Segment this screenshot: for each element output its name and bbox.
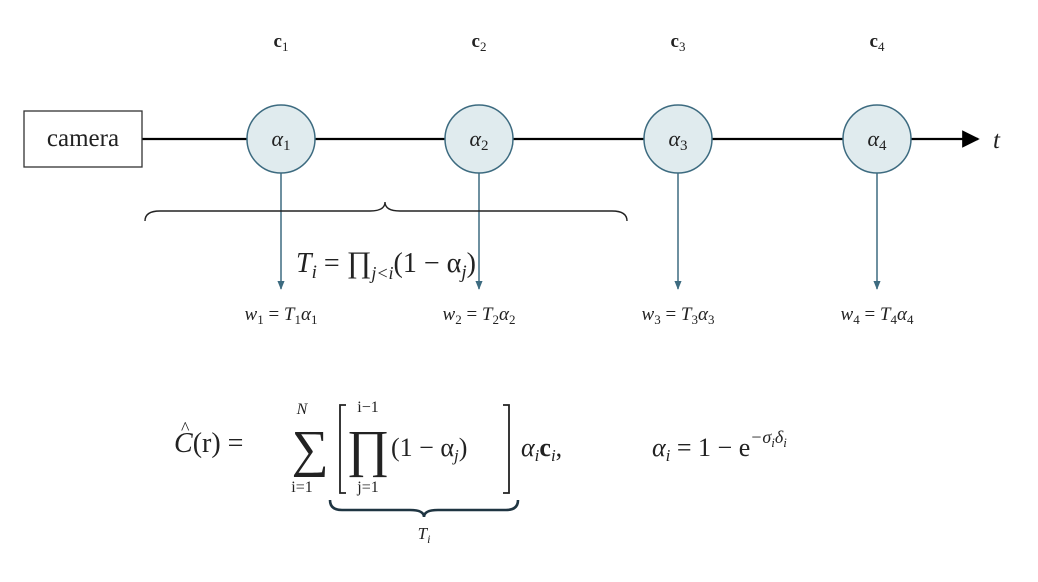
product-underbrace: [328, 499, 520, 518]
transmittance-equation: Ti = ∏j<i(1 − αj): [296, 246, 476, 283]
color-label-2: c2: [472, 31, 487, 54]
sample-4: c4 α4 w4 = T4α4: [841, 31, 914, 327]
alpha-node-3: [643, 104, 713, 174]
left-bracket: [339, 404, 346, 494]
alpha-equation: αi = 1 − e−σiδi: [652, 427, 787, 465]
alpha-label-1: α1: [271, 126, 290, 154]
svg-text:i=1: i=1: [291, 479, 312, 496]
alpha-node-1: [246, 104, 316, 174]
underbrace-label: Ti: [418, 524, 431, 546]
svg-text:(1 − αj): (1 − αj): [391, 433, 467, 465]
svg-text:αici,: αici,: [521, 433, 562, 465]
svg-text:C(r) =: C(r) =: [174, 428, 243, 459]
color-label-1: c1: [274, 31, 289, 54]
sample-1: c1 α1 w1 = T1α1: [245, 31, 318, 327]
svg-text:N: N: [296, 401, 309, 418]
color-label-3: c3: [671, 31, 686, 54]
weight-equation-4: w4 = T4α4: [841, 304, 914, 327]
svg-text:^: ^: [181, 418, 190, 438]
sum-symbol: ∑: [291, 421, 328, 478]
svg-text:i−1: i−1: [357, 399, 378, 416]
svg-text:j=1: j=1: [356, 479, 378, 496]
camera-label: camera: [47, 125, 119, 152]
weight-equation-1: w1 = T1α1: [245, 304, 318, 327]
right-bracket: [503, 404, 510, 494]
color-label-4: c4: [870, 31, 885, 54]
alpha-label-4: α4: [867, 126, 887, 154]
rendering-equation: C(r) = ^ ∑ N i=1 ∏ i−1 j=1 (1 − αj) αici…: [174, 399, 562, 546]
sample-3: c3 α3 w3 = T3α3: [642, 31, 715, 327]
weight-equation-3: w3 = T3α3: [642, 304, 715, 327]
weight-equation-2: w2 = T2α2: [443, 304, 516, 327]
product-symbol: ∏: [347, 421, 390, 478]
sample-2: c2 α2 w2 = T2α2: [443, 31, 516, 327]
axis-label-t: t: [993, 127, 1001, 154]
alpha-node-4: [842, 104, 912, 174]
alpha-node-2: [444, 104, 514, 174]
alpha-label-3: α3: [668, 126, 687, 154]
alpha-label-2: α2: [469, 126, 488, 154]
transmittance-brace: [144, 201, 628, 222]
camera-box: [23, 110, 143, 168]
